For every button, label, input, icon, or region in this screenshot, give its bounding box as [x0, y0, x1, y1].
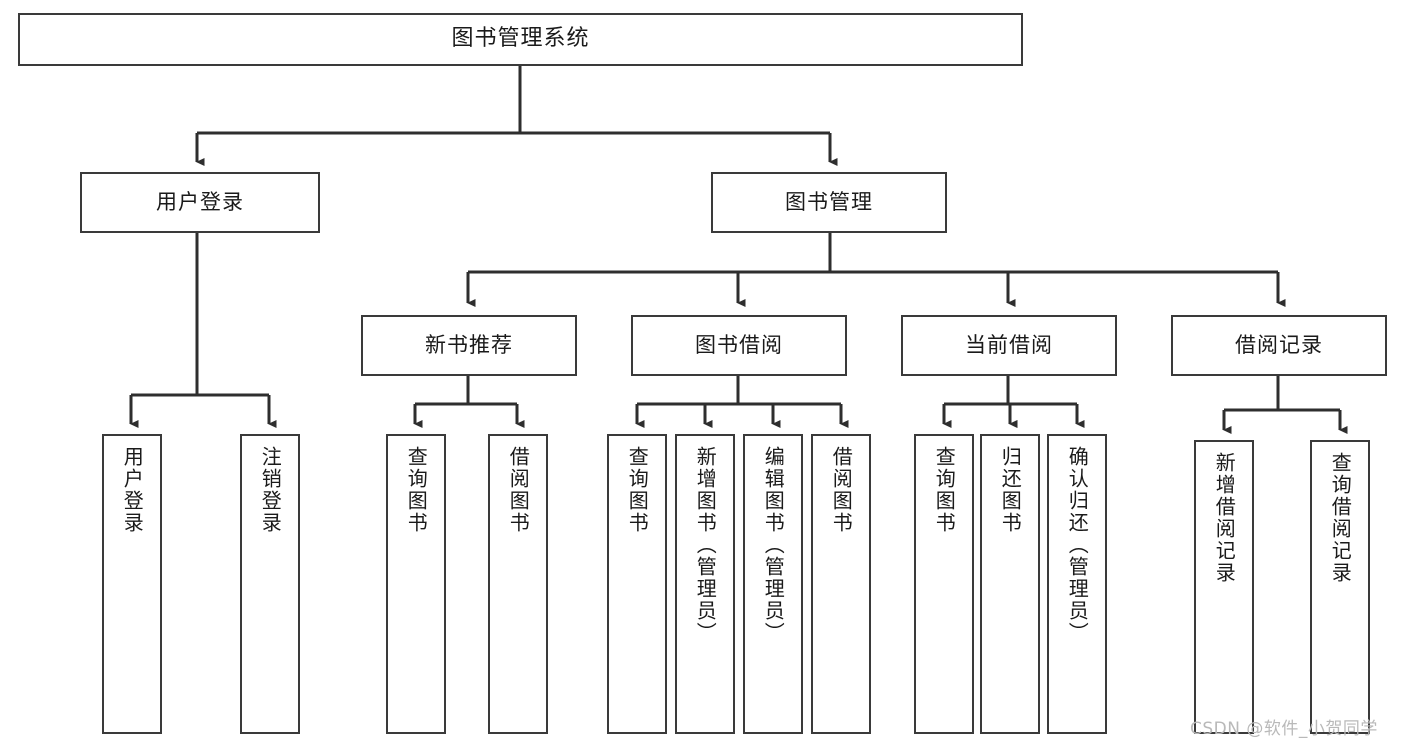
leaf-borrow-book-newbook[interactable]: 借阅图书 [488, 434, 548, 734]
leaf-user-login-label: 用户登录 [120, 446, 145, 534]
leaf-query-borrow-record[interactable]: 查询借阅记录 [1310, 440, 1370, 734]
leaf-confirm-return-admin[interactable]: 确认归还（管理员） [1047, 434, 1107, 734]
leaf-confirm-return-admin-label: 确认归还（管理员） [1065, 446, 1090, 644]
node-borrow-records-label: 借阅记录 [1235, 332, 1323, 357]
leaf-return-book-label: 归还图书 [998, 446, 1023, 534]
node-book-borrow[interactable]: 图书借阅 [631, 315, 847, 376]
leaf-edit-book-admin[interactable]: 编辑图书（管理员） [743, 434, 803, 734]
leaf-user-login[interactable]: 用户登录 [102, 434, 162, 734]
leaf-add-book-admin[interactable]: 新增图书（管理员） [675, 434, 735, 734]
leaf-query-borrow-record-label: 查询借阅记录 [1328, 452, 1353, 584]
node-current-borrow[interactable]: 当前借阅 [901, 315, 1117, 376]
node-root[interactable]: 图书管理系统 [18, 13, 1023, 66]
leaf-query-book-newbook[interactable]: 查询图书 [386, 434, 446, 734]
node-borrow-records[interactable]: 借阅记录 [1171, 315, 1387, 376]
leaf-add-borrow-record[interactable]: 新增借阅记录 [1194, 440, 1254, 734]
leaf-return-book[interactable]: 归还图书 [980, 434, 1040, 734]
leaf-add-borrow-record-label: 新增借阅记录 [1212, 452, 1237, 584]
leaf-borrow-book-label: 借阅图书 [829, 446, 854, 534]
leaf-query-book-borrow-label: 查询图书 [625, 446, 650, 534]
node-root-label: 图书管理系统 [451, 26, 590, 52]
leaf-logout-label: 注销登录 [258, 446, 283, 534]
node-book-borrow-label: 图书借阅 [695, 332, 783, 357]
node-new-book-recommend[interactable]: 新书推荐 [361, 315, 577, 376]
node-current-borrow-label: 当前借阅 [965, 332, 1053, 357]
leaf-logout[interactable]: 注销登录 [240, 434, 300, 734]
leaf-borrow-book-newbook-label: 借阅图书 [506, 446, 531, 534]
node-new-book-recommend-label: 新书推荐 [425, 332, 513, 357]
leaf-query-book-current-label: 查询图书 [932, 446, 957, 534]
leaf-borrow-book[interactable]: 借阅图书 [811, 434, 871, 734]
watermark: CSDN @软件_小贺同学 [1190, 719, 1378, 739]
leaf-query-book-borrow[interactable]: 查询图书 [607, 434, 667, 734]
node-book-management-label: 图书管理 [785, 189, 873, 214]
leaf-query-book-current[interactable]: 查询图书 [914, 434, 974, 734]
node-user-login-label: 用户登录 [156, 189, 244, 214]
leaf-add-book-admin-label: 新增图书（管理员） [693, 446, 718, 644]
leaf-query-book-newbook-label: 查询图书 [404, 446, 429, 534]
node-user-login[interactable]: 用户登录 [80, 172, 320, 233]
node-book-management[interactable]: 图书管理 [711, 172, 947, 233]
leaf-edit-book-admin-label: 编辑图书（管理员） [761, 446, 786, 644]
